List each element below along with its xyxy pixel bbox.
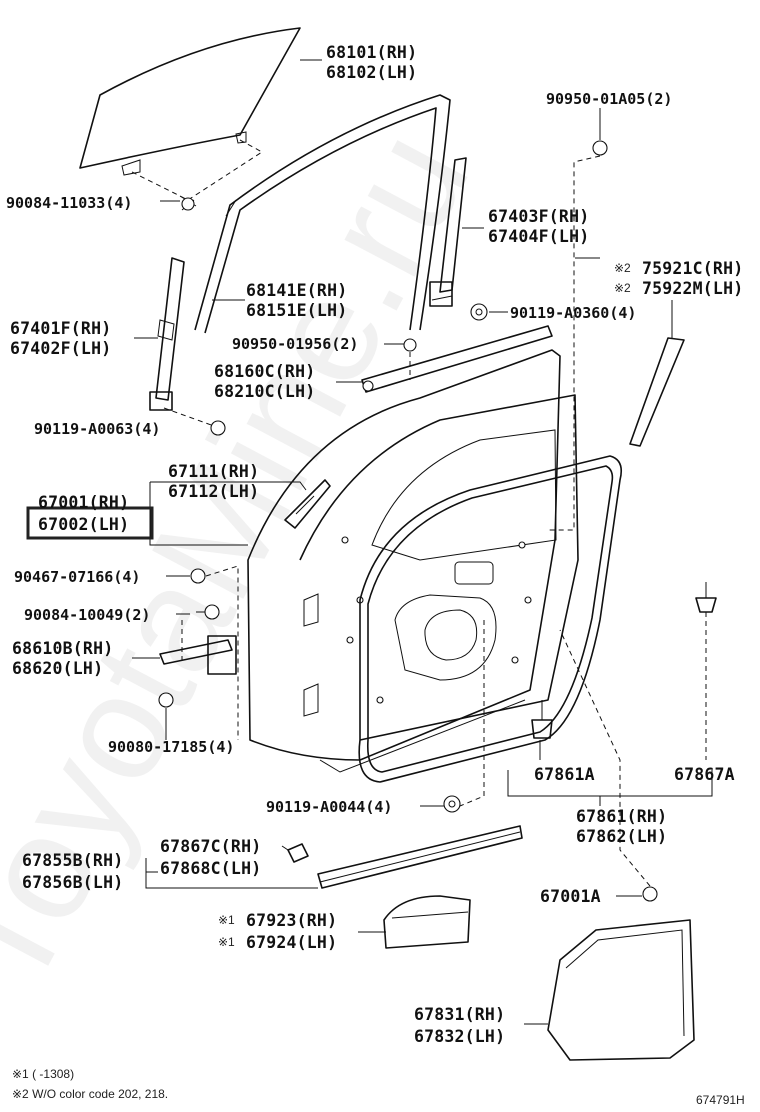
clip-67867c[interactable] [287,843,309,863]
label-67861a[interactable]: 67861A [534,765,595,784]
front-run-channel[interactable] [149,257,185,411]
bolt-90084-10049[interactable] [196,604,220,620]
label-90084-10049[interactable]: 90084-10049(2) [24,606,150,624]
label-67867c[interactable]: 67867C(RH) [160,837,261,856]
label-67831[interactable]: 67831(RH) [414,1005,505,1024]
label-68610b[interactable]: 68610B(RH) [12,639,113,658]
label-90950-01a05[interactable]: 90950-01A05(2) [546,90,672,108]
mark-note2-a: ※2 [614,261,631,275]
label-68620[interactable]: 68620(LH) [12,659,103,678]
label-67002-lh[interactable]: 67002(LH) [38,515,129,534]
footnote-2: ※2 W/O color code 202, 218. [12,1087,168,1101]
label-67111[interactable]: 67111(RH) [168,462,259,481]
belt-moulding[interactable] [361,325,553,393]
label-67403f[interactable]: 67403F(RH) [488,207,589,226]
label-68101[interactable]: 68101(RH) [326,43,417,62]
label-68102[interactable]: 68102(LH) [326,63,417,82]
label-67855b[interactable]: 67855B(RH) [22,851,123,870]
label-67923[interactable]: 67923(RH) [246,911,337,930]
label-67861[interactable]: 67861(RH) [576,807,667,826]
bolt-90467-07166[interactable] [190,568,206,584]
label-68160c[interactable]: 68160C(RH) [214,362,315,381]
label-90119-a0063[interactable]: 90119-A0063(4) [34,420,160,438]
label-67404f[interactable]: 67404F(LH) [488,227,589,246]
bolt-90119-a0360[interactable] [470,303,488,321]
absorber-67923[interactable] [383,895,471,949]
label-67402f[interactable]: 67402F(LH) [10,339,111,358]
window-frame-moulding[interactable] [194,94,451,334]
label-90084-11033[interactable]: 90084-11033(4) [6,194,132,212]
rear-run-channel[interactable] [429,157,467,307]
clip-67861a[interactable] [531,700,553,739]
door-glass[interactable] [79,27,301,201]
label-67862[interactable]: 67862(LH) [576,827,667,846]
bolt-90119-a0063[interactable] [210,420,226,436]
label-67001a[interactable]: 67001A [540,887,601,906]
service-hole-cover[interactable] [547,919,695,1061]
clip-67001a[interactable] [642,886,658,902]
label-90467-07166[interactable]: 90467-07166(4) [14,568,140,586]
rocker-moulding[interactable] [317,825,523,889]
label-67867a[interactable]: 67867A [674,765,735,784]
label-75922m[interactable]: 75922M(LH) [642,279,743,298]
label-67401f[interactable]: 67401F(RH) [10,319,111,338]
clip-67867a[interactable] [695,582,717,613]
label-90119-a0044[interactable]: 90119-A0044(4) [266,798,392,816]
label-90080-17185[interactable]: 90080-17185(4) [108,738,234,756]
label-68151e[interactable]: 68151E(LH) [246,301,347,320]
bolt-90084-11033[interactable] [179,195,197,211]
label-90950-01956[interactable]: 90950-01956(2) [232,335,358,353]
mark-note1-b: ※1 [218,935,235,949]
label-67856b[interactable]: 67856B(LH) [22,873,123,892]
footnote-1: ※1 ( -1308) [12,1067,74,1081]
label-67832[interactable]: 67832(LH) [414,1027,505,1046]
mark-note2-b: ※2 [614,281,631,295]
seal-75921c[interactable] [629,337,685,447]
highlight-box [26,506,154,540]
bolt-90080-17185[interactable] [158,692,174,708]
label-75921c[interactable]: 75921C(RH) [642,259,743,278]
label-67112[interactable]: 67112(LH) [168,482,259,501]
label-90119-a0360[interactable]: 90119-A0360(4) [510,304,636,322]
label-67001-rh[interactable]: 67001(RH) [38,493,129,512]
lower-moulding[interactable] [284,479,331,529]
label-67924[interactable]: 67924(LH) [246,933,337,952]
label-68141e[interactable]: 68141E(RH) [246,281,347,300]
mark-note1-a: ※1 [218,913,235,927]
door-weatherstrip[interactable] [358,455,623,783]
bolt-90119-a0044[interactable] [443,795,461,813]
door-panel[interactable] [247,349,579,773]
clip-90950-01956[interactable] [403,338,417,352]
diagram-id: 674791H [696,1093,745,1107]
clip-90950-01a05[interactable] [592,140,608,156]
label-68210c[interactable]: 68210C(LH) [214,382,315,401]
door-check-68610b[interactable] [159,635,237,675]
label-67868c[interactable]: 67868C(LH) [160,859,261,878]
